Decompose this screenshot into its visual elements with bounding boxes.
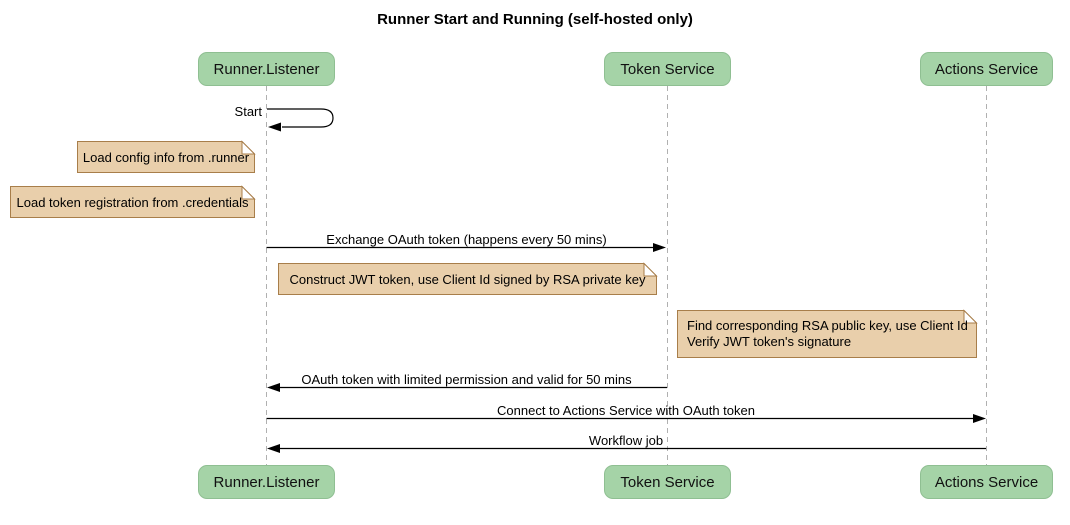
participant-token-service-bottom: Token Service [604,465,731,499]
message-arrow-workflow-job [267,444,986,453]
diagram-title: Runner Start and Running (self-hosted on… [377,11,693,28]
self-message-label: Start [234,104,262,119]
participant-actions-service-bottom: Actions Service [920,465,1053,499]
note-shape-load-config [77,140,256,173]
note-construct-jwt: Construct JWT token, use Client Id signe… [289,271,646,287]
participant-runner-listener-top: Runner.Listener [198,52,335,86]
message-arrow-exchange-oauth [266,243,666,252]
note-find-rsa-key-line2: Verify JWT token's signature [687,334,852,349]
note-shape-construct-jwt [278,262,658,295]
message-label-workflow-job: Workflow job [588,433,664,448]
self-message-arrow [267,108,334,132]
message-label-connect-actions: Connect to Actions Service with OAuth to… [497,403,755,418]
note-find-rsa-key-line1: Find corresponding RSA public key, use C… [687,318,968,333]
note-shape-find-rsa-key [677,309,978,358]
note-load-token-registration: Load token registration from .credential… [16,194,249,210]
participant-actions-service-top: Actions Service [920,52,1053,86]
note-find-rsa-key: Find corresponding RSA public key, use C… [677,310,977,358]
message-label-oauth-token: OAuth token with limited permission and … [301,372,632,387]
participant-token-service-top: Token Service [604,52,731,86]
message-label-exchange-oauth: Exchange OAuth token (happens every 50 m… [326,232,607,247]
note-load-config: Load config info from .runner [82,149,250,165]
participant-runner-listener-bottom: Runner.Listener [198,465,335,499]
message-arrow-connect-actions [266,414,986,423]
note-shape-load-token-registration [10,185,256,218]
message-arrow-oauth-token [267,383,667,392]
